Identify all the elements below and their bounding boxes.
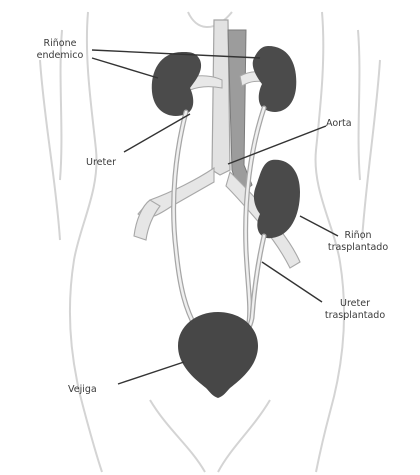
vena-cava xyxy=(212,20,230,175)
label-native-kidney: Riñone endemico xyxy=(26,38,94,62)
label-transplanted-kidney-line1: Riñon xyxy=(318,230,398,242)
label-bladder: Vejiga xyxy=(68,384,97,396)
label-transplanted-ureter-line2: trasplantado xyxy=(312,310,398,322)
label-native-ureter: Ureter xyxy=(86,157,116,169)
bladder-organ xyxy=(178,312,258,398)
label-transplanted-kidney-line2: trasplantado xyxy=(318,242,398,254)
label-transplanted-ureter: Ureter trasplantado xyxy=(312,298,398,322)
label-transplanted-kidney: Riñon trasplantado xyxy=(318,230,398,254)
label-native-kidney-line2: endemico xyxy=(26,50,94,62)
label-native-kidney-line1: Riñone xyxy=(26,38,94,50)
transplanted-kidney xyxy=(254,160,300,238)
label-aorta: Aorta xyxy=(326,118,352,130)
label-transplanted-ureter-line1: Ureter xyxy=(312,298,398,310)
native-kidney-right xyxy=(253,46,297,112)
